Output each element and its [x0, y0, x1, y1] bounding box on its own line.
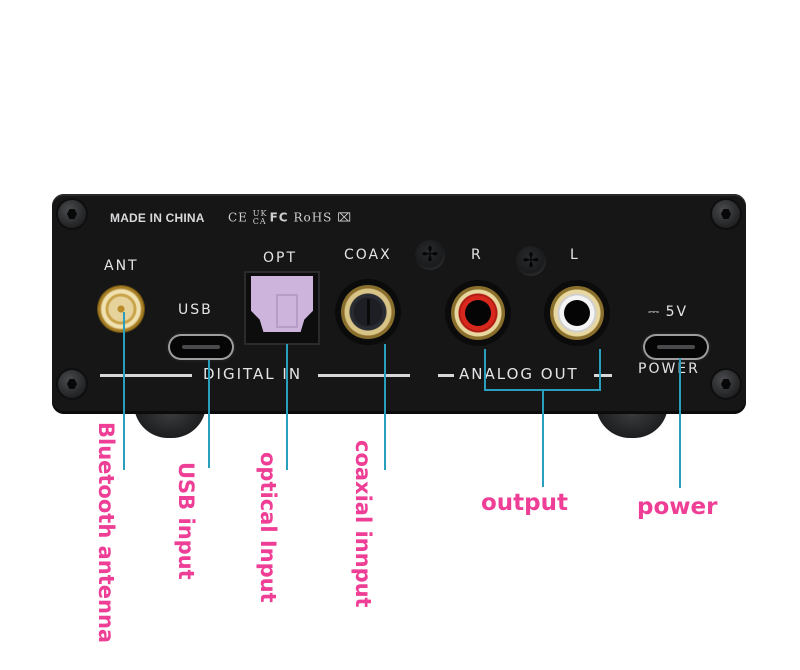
usb-input-callout: USB input — [174, 462, 198, 580]
analog-out-rule-left — [438, 374, 454, 377]
usb-leader-line — [208, 360, 210, 468]
voltage-label: ⎓ 5V — [648, 304, 689, 320]
corner-screw-bottom-left — [58, 370, 86, 398]
usb-c-input-port[interactable] — [170, 336, 232, 358]
corner-screw-top-left — [58, 200, 86, 228]
rca-right-hole — [465, 300, 491, 326]
output-leader-line — [542, 389, 544, 487]
digital-in-label: DIGITAL IN — [203, 365, 303, 383]
analog-out-rule-right — [594, 374, 612, 377]
power-leader-line — [679, 358, 681, 488]
optical-dust-plug — [251, 276, 313, 332]
analog-out-label: ANALOG OUT — [459, 365, 579, 383]
made-in-china-text: MADE IN CHINA — [110, 211, 205, 225]
r-channel-label: R — [471, 247, 483, 263]
panel-screw-1 — [415, 240, 445, 270]
usb-label: USB — [178, 302, 213, 318]
coaxial-leader-line — [384, 344, 386, 470]
rohs-mark-icon: RoHS — [293, 210, 333, 225]
corner-screw-bottom-right — [712, 370, 740, 398]
weee-bin-icon: ⌧ — [337, 210, 353, 225]
panel-screw-2 — [516, 246, 546, 276]
coaxial-center-pin — [367, 299, 370, 325]
ant-label: ANT — [104, 258, 139, 274]
optical-leader-line — [286, 344, 288, 470]
ce-mark-icon: CE — [228, 210, 248, 225]
optical-toslink-port[interactable] — [246, 273, 318, 343]
usb-c-power-port[interactable] — [645, 336, 707, 358]
l-channel-label: L — [570, 247, 580, 263]
output-l-leader-line — [599, 349, 601, 391]
optical-slot — [276, 294, 298, 328]
digital-in-rule-right — [318, 374, 410, 377]
power-label: POWER — [638, 361, 700, 377]
fcc-mark-icon: FC — [269, 210, 289, 225]
coax-label: COAX — [344, 247, 392, 263]
opt-label: OPT — [263, 250, 298, 266]
dc-symbol-icon: ⎓ — [648, 304, 660, 320]
bluetooth-leader-line — [123, 312, 125, 470]
rca-left-hole — [564, 300, 590, 326]
output-callout: output — [481, 490, 569, 516]
digital-in-rule-left — [100, 374, 192, 377]
output-r-leader-line — [484, 349, 486, 391]
rca-output-left[interactable] — [544, 280, 610, 346]
coaxial-input-callout: coaxial innput — [351, 440, 375, 608]
power-callout: power — [637, 494, 718, 520]
antenna-sma-connector[interactable] — [98, 286, 144, 332]
coaxial-rca-jack[interactable] — [335, 279, 401, 345]
corner-screw-top-right — [712, 200, 740, 228]
optical-input-callout: optical Input — [256, 452, 280, 603]
rca-output-right[interactable] — [445, 280, 511, 346]
bluetooth-antenna-callout: Bluetooth antenna — [94, 422, 118, 644]
